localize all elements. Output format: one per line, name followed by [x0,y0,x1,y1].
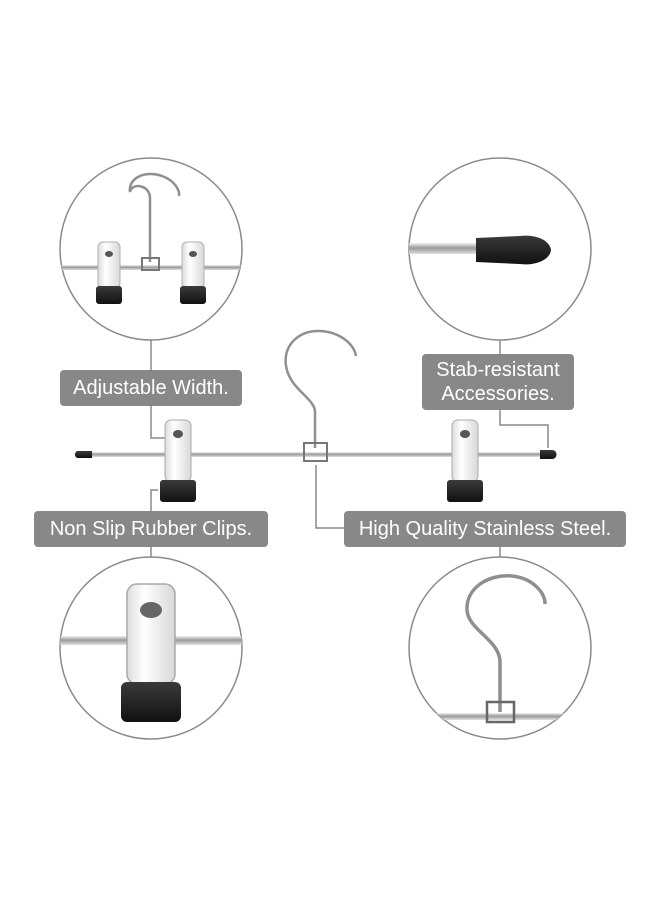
label-stab-resistant: Stab-resistant Accessories. [422,354,574,410]
hanger-left-tip [75,451,92,458]
connector-stab-bar [499,410,549,448]
main-right-clip [447,419,483,502]
connector-lines [150,340,549,557]
hanger-hook [284,329,358,448]
connector-steel [315,465,344,529]
label-non-slip-clips: Non Slip Rubber Clips. [34,511,268,547]
detail-circle-bottom-right [408,556,592,740]
label-stab-resistant-line1: Stab-resistant [436,359,560,381]
detail-circle-bottom-left [59,556,243,740]
label-stainless-steel: High Quality Stainless Steel. [344,511,626,547]
connector-nonslip-top [150,489,158,511]
label-non-slip-text: Non Slip Rubber Clips. [49,518,253,540]
main-hanger [75,329,557,502]
label-stainless-steel-text: High Quality Stainless Steel. [358,518,612,540]
label-adjustable-width: Adjustable Width. [60,370,242,406]
label-stab-resistant-line2: Accessories. [441,383,555,405]
main-left-clip [160,419,196,502]
detail-circle-top-right [408,157,592,341]
hanger-right-tip [540,450,557,459]
hanger-bracket [303,442,328,462]
connector-adjustable-clip [150,406,165,439]
detail-circle-top-left [59,157,243,341]
hanger-bar [82,452,550,457]
label-adjustable-width-text: Adjustable Width. [73,377,229,399]
